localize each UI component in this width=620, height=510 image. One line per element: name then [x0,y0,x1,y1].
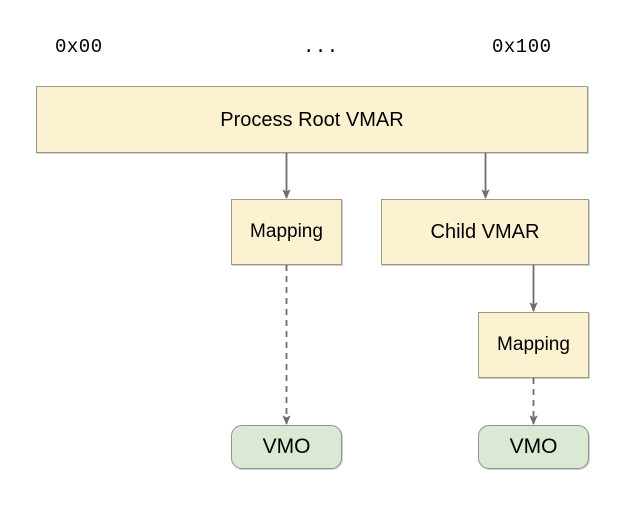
node-mapping-left[interactable]: Mapping [231,199,342,265]
address-label-low: 0x00 [55,36,103,58]
node-vmo-left[interactable]: VMO [231,425,342,469]
node-process-root-vmar[interactable]: Process Root VMAR [36,86,588,153]
node-mapping-right[interactable]: Mapping [478,312,589,378]
address-label-high: 0x100 [492,36,552,58]
node-vmo-right[interactable]: VMO [478,425,589,469]
address-label-ellipsis: ... [303,36,339,58]
node-child-vmar[interactable]: Child VMAR [381,199,589,265]
